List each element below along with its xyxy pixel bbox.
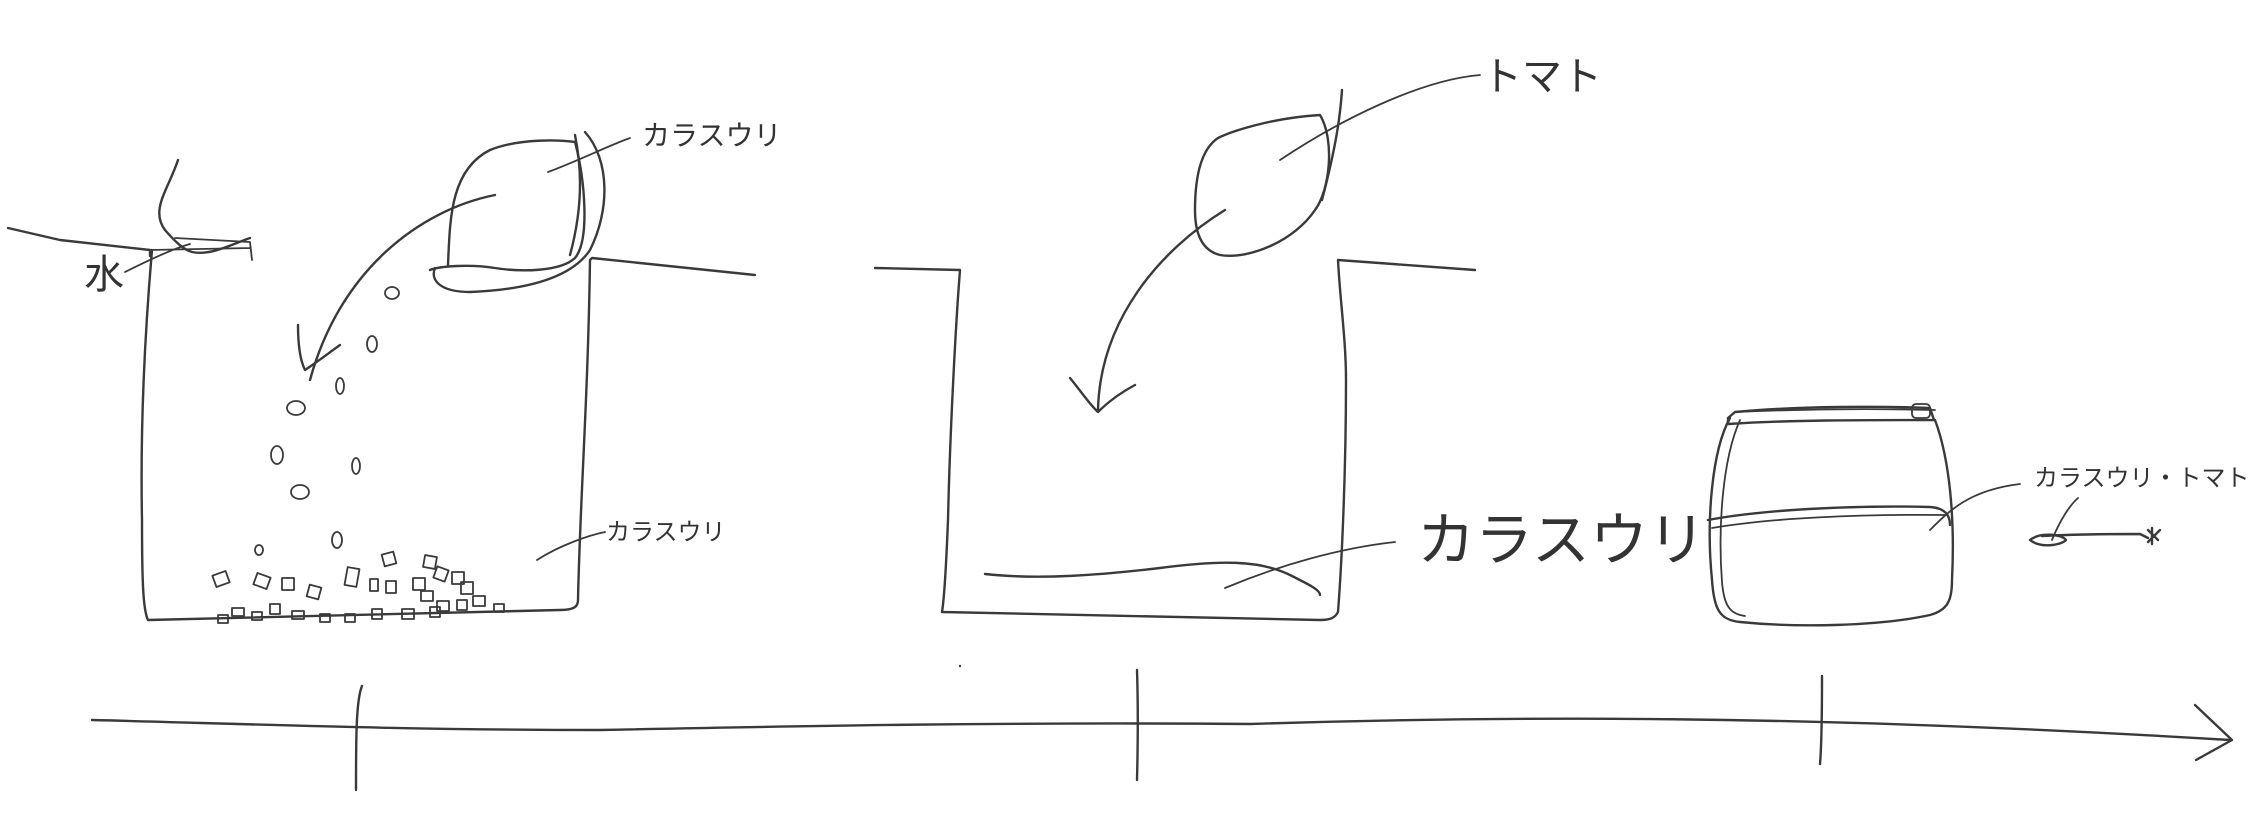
label-karasuuri-top: カラスウリ (642, 119, 781, 152)
pour-arrowhead (296, 323, 342, 372)
container-1-outline (140, 248, 757, 622)
label-tomato: トマト (1482, 54, 1602, 100)
fruit-outline (428, 139, 586, 272)
jar-contents-surface (1706, 505, 1952, 527)
karasuuri-bottom-leader (536, 531, 606, 561)
pour-arrow (308, 193, 497, 382)
stage-2-container (873, 74, 1481, 622)
fruit-outer-curve (432, 130, 606, 294)
tomato-stem (1320, 88, 1344, 202)
spoon-leader (2051, 497, 2079, 541)
timeline-tick-2 (1135, 668, 1139, 782)
container-2-outline (873, 258, 1477, 622)
stage-3-jar (1706, 403, 2162, 627)
label-jar-contents: カラスウリ・トマト (2034, 464, 2250, 492)
spoon-bowl (2028, 533, 2068, 547)
water-pointer (158, 158, 252, 255)
jar-contents-inner (1711, 513, 1946, 529)
karasuuri-fruit-1 (296, 130, 631, 382)
karasuuri-top-leader (547, 137, 631, 173)
drop-arrow (1096, 208, 1227, 412)
jar-body-inner (1719, 419, 1746, 617)
jar-lid-tab (1911, 403, 1931, 419)
label-karasuuri-large: カラスウリ (1417, 506, 1706, 574)
seed-pile (211, 550, 505, 624)
water-surface (149, 237, 253, 261)
water-leader-line (124, 243, 191, 273)
drop-arrowhead (1068, 376, 1137, 414)
ground-line-left (6, 226, 152, 258)
karasuuri-layer (983, 561, 1322, 597)
karasuuri-large-leader (1224, 541, 1396, 589)
timeline-tick-3 (1818, 674, 1824, 766)
jar-body (1708, 416, 1955, 627)
label-water: 水 (84, 252, 124, 298)
stage-1-container (6, 158, 757, 622)
falling-seeds (254, 286, 400, 556)
tomato-outline (1193, 113, 1331, 257)
jar-lid (1726, 405, 1936, 426)
tomato-leader (1279, 74, 1481, 161)
jar-label-leader (1929, 483, 2021, 531)
label-karasuuri-bottom: カラスウリ (606, 518, 726, 546)
jar-lid-top (1734, 408, 1936, 413)
timeline (90, 664, 2234, 792)
timeline-axis (90, 717, 2232, 742)
timeline-arrowhead (2193, 703, 2234, 762)
stray-dot (958, 664, 962, 668)
fruit-stem (568, 133, 582, 257)
timeline-tick-1 (354, 684, 364, 792)
spoon-end-mark (2146, 526, 2162, 546)
